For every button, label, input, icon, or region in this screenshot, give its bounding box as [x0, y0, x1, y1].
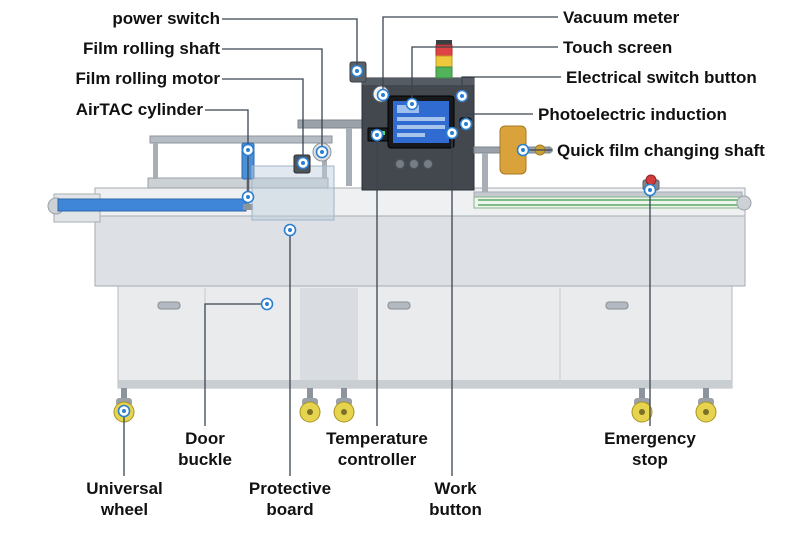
marker-temperature-controller-icon — [370, 128, 384, 142]
label-power-switch: power switch — [112, 9, 220, 28]
marker-protective-board-icon — [283, 223, 297, 237]
label-vacuum-meter: Vacuum meter — [563, 8, 680, 27]
marker-airtac-cylinder-lower-icon — [241, 190, 255, 204]
label-temperature-controller: Temperature controller — [326, 429, 428, 470]
leader-airtac-cylinder — [205, 109, 249, 192]
part-casters — [113, 388, 717, 423]
label-quick-film-changing-shaft: Quick film changing shaft — [557, 141, 765, 160]
marker-power-switch-icon — [350, 64, 364, 78]
marker-emergency-stop-icon — [643, 183, 657, 197]
label-electrical-switch-button: Electrical switch button — [566, 68, 757, 87]
part-touch-screen — [387, 95, 455, 149]
part-caster — [695, 388, 717, 423]
part-caster — [333, 388, 355, 423]
label-work-button: Work button — [429, 479, 482, 520]
leader-photoelectric-induction — [465, 113, 533, 119]
marker-work-button-icon — [445, 126, 459, 140]
marker-photoelectric-induction-icon — [459, 117, 473, 131]
marker-film-rolling-shaft-icon — [315, 145, 329, 159]
part-tower-light — [435, 40, 453, 79]
part-caster — [299, 388, 321, 423]
leader-film-rolling-shaft — [222, 48, 323, 146]
leader-touch-screen — [411, 46, 558, 98]
label-protective-board: Protective board — [248, 479, 332, 520]
leader-electrical-switch-button — [461, 76, 561, 90]
leader-vacuum-meter — [382, 16, 558, 89]
label-touch-screen: Touch screen — [563, 38, 673, 57]
leader-lines — [123, 16, 651, 476]
part-caster — [631, 388, 653, 423]
marker-electrical-switch-button-icon — [455, 89, 469, 103]
markers — [117, 64, 657, 418]
label-emergency-stop: Emergency stop — [604, 429, 696, 470]
part-protective-board — [251, 165, 335, 221]
label-universal-wheel: Universal wheel — [86, 479, 163, 520]
leader-film-rolling-motor — [222, 78, 304, 157]
marker-door-buckle-icon — [260, 297, 274, 311]
marker-film-rolling-motor-icon — [296, 156, 310, 170]
marker-vacuum-meter-icon — [376, 88, 390, 102]
part-outfeed-conveyor — [473, 191, 752, 211]
marker-quick-film-changing-shaft-icon — [516, 143, 530, 157]
leader-power-switch — [222, 18, 358, 66]
label-airtac-cylinder: AirTAC cylinder — [75, 100, 203, 119]
machine-illustration — [47, 40, 752, 423]
marker-universal-wheel-icon — [117, 404, 131, 418]
marker-touch-screen-icon — [405, 97, 419, 111]
marker-airtac-cylinder-upper-icon — [241, 143, 255, 157]
label-photoelectric-induction: Photoelectric induction — [538, 105, 727, 124]
label-door-buckle: Door buckle — [178, 429, 232, 470]
label-film-rolling-shaft: Film rolling shaft — [83, 39, 220, 58]
part-lower-cabinet — [117, 283, 733, 389]
label-film-rolling-motor: Film rolling motor — [75, 69, 221, 88]
part-film-roll — [473, 125, 553, 194]
leader-door-buckle — [204, 303, 261, 426]
part-infeed-conveyor — [47, 193, 247, 223]
